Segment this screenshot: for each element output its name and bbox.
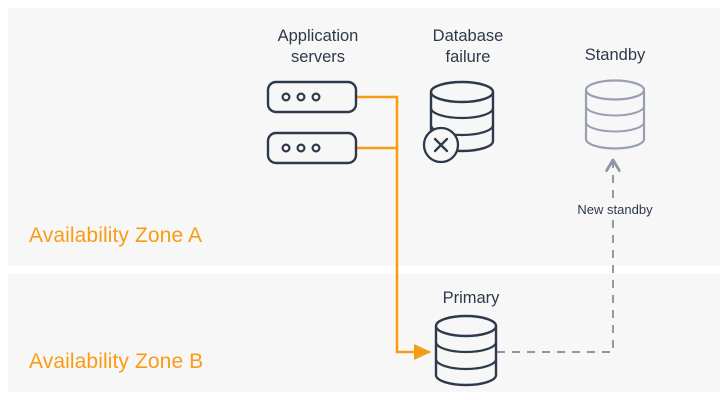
- connector-app-servers-to-primary: [355, 95, 432, 361]
- label-database-failure: Database failure: [432, 27, 504, 66]
- database-icon-standby: [584, 79, 646, 150]
- availability-zone-a-label: Availability Zone A: [29, 224, 203, 247]
- server-icon-2: [266, 131, 358, 165]
- server-icon-1: [266, 80, 358, 114]
- availability-zone-b-band: [8, 274, 720, 392]
- error-x-icon: [422, 126, 460, 164]
- availability-zone-a-band: [8, 8, 720, 266]
- database-icon-primary: [434, 314, 498, 387]
- label-new-standby: New standby: [553, 200, 677, 219]
- label-application-servers: Application servers: [277, 27, 359, 66]
- label-standby: Standby: [584, 46, 646, 64]
- label-primary: Primary: [442, 289, 500, 307]
- connector-primary-to-standby: [497, 160, 613, 353]
- availability-zone-b-label: Availability Zone B: [29, 350, 204, 373]
